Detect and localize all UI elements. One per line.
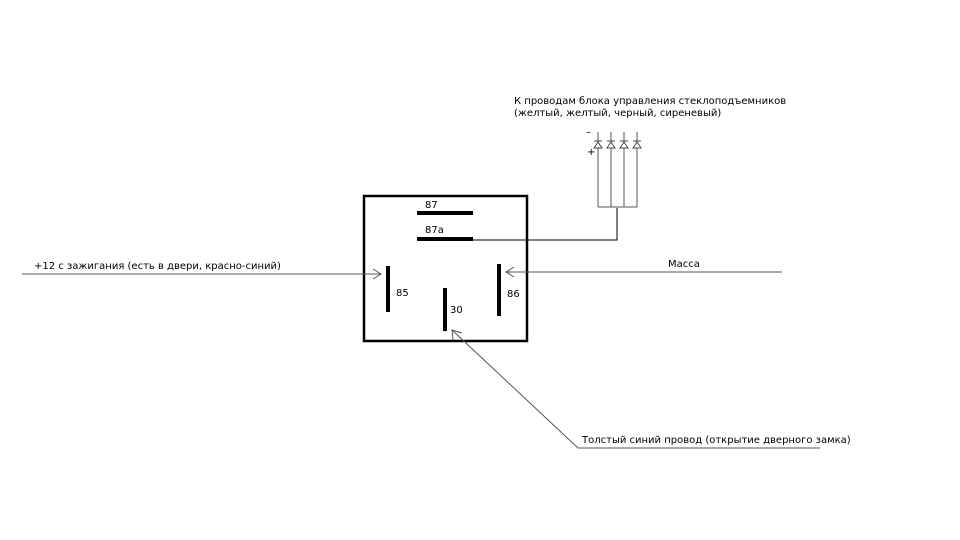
wire-87a [473, 208, 618, 241]
pin-86-label: 86 [507, 289, 520, 300]
arrow-blue [451, 329, 463, 341]
minus-sign: – [586, 127, 591, 138]
ignition-label: +12 с зажигания (есть в двери, красно-си… [34, 261, 281, 272]
window-control-label-line2: (желтый, желтый, черный, сиреневый) [514, 108, 721, 119]
diode-4 [632, 140, 642, 149]
plus-sign: + [587, 147, 595, 158]
ground-label: Масса [668, 259, 700, 270]
relay-box [362, 194, 529, 343]
diode-3 [619, 140, 629, 149]
arrow-ignition [372, 268, 382, 280]
diode-2 [606, 140, 616, 149]
diode-1 [593, 140, 603, 149]
pin-85-label: 85 [396, 288, 409, 299]
pin-87a-label: 87a [425, 225, 444, 236]
window-control-label-line1: К проводам блока управления стеклоподъем… [514, 96, 786, 107]
pin-87-label: 87 [425, 200, 438, 211]
diode-bundle [593, 132, 642, 208]
arrow-ground [505, 266, 515, 278]
pin-30-label: 30 [450, 305, 463, 316]
blue-wire-label: Толстый синий провод (открытие дверного … [581, 435, 851, 446]
wire-blue [451, 329, 820, 449]
